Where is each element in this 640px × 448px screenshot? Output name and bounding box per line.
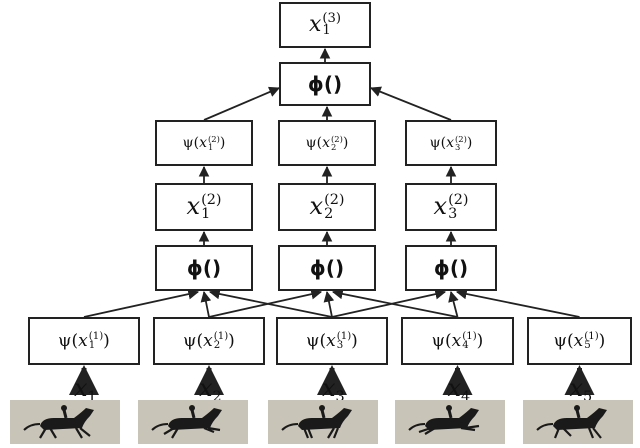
edge-psi1-4-to-phi2-2 [331, 288, 458, 318]
edge-psi1-3-to-phi2-3 [331, 288, 447, 318]
phi-level2-node-2: ϕ() [278, 245, 376, 291]
psi-level1-node-1: ψ(x(1)1) [28, 317, 140, 365]
psi-level2-node-3: ψ(x(2)3) [405, 120, 497, 166]
input-label-x3: x3 [322, 374, 345, 406]
phi-level2-node-3: ϕ() [405, 245, 497, 291]
node-label: x(2)1 [186, 192, 222, 222]
edge-psi1-4-to-phi2-3 [448, 290, 459, 318]
node-label: x(2)2 [309, 192, 345, 222]
phi-level2-node-1: ϕ() [155, 245, 253, 291]
node-label: ψ(x(2)1) [182, 134, 226, 152]
top-phi-node: ϕ() [279, 62, 371, 106]
x-level2-node-2: x(2)2 [278, 183, 376, 231]
psi-level2-node-1: ψ(x(2)1) [155, 120, 253, 166]
node-label: ψ(x(1)5) [553, 330, 606, 352]
psi-level1-node-5: ψ(x(1)5) [527, 317, 632, 365]
psi-level1-node-2: ψ(x(1)2) [153, 317, 265, 365]
edge-psi2-1-to-phi [203, 86, 280, 121]
x-level2-node-3: x(2)3 [405, 183, 497, 231]
phi-label: ϕ() [307, 72, 343, 96]
horse-silhouette-icon [23, 405, 94, 439]
node-label: ψ(x(1)3) [306, 330, 358, 352]
edge-psi1-2-to-phi2-1 [200, 290, 212, 318]
top-node-x1-3: x(3)1 [279, 2, 371, 48]
node-label: x(2)3 [433, 192, 469, 222]
edge-psi1-5-to-phi2-3 [455, 288, 580, 318]
node-label: ψ(x(1)1) [58, 330, 110, 352]
horse-frame-2 [138, 400, 248, 444]
node-label: ψ(x(2)3) [429, 134, 473, 152]
phi-label: ϕ() [433, 256, 469, 280]
input-label-x2: x2 [199, 374, 222, 406]
horse-frame-3 [268, 400, 378, 444]
phi-label: ϕ() [309, 256, 345, 280]
node-label: ψ(x(1)2) [183, 330, 235, 352]
node-label: ψ(x(1)4) [431, 330, 484, 352]
edge-psi2-3-to-phi [369, 86, 452, 121]
horse-silhouette-icon [536, 405, 607, 439]
top-node-label: x(3)1 [308, 10, 342, 39]
horse-frame-4 [395, 400, 505, 444]
input-label-x1: x1 [74, 374, 97, 406]
x-level2-node-1: x(2)1 [155, 183, 253, 231]
horse-silhouette-icon [281, 405, 352, 439]
horse-silhouette-icon [151, 405, 222, 439]
input-label-x4: x4 [447, 374, 471, 406]
horse-frame-5 [523, 400, 633, 444]
horse-frame-1 [10, 400, 120, 444]
edge-psi1-2-to-phi2-2 [208, 288, 323, 318]
psi-level1-node-4: ψ(x(1)4) [401, 317, 514, 365]
input-label-x5: x5 [569, 374, 593, 406]
edge-psi1-1-to-phi2-1 [83, 288, 200, 318]
psi-level1-node-3: ψ(x(1)3) [276, 317, 388, 365]
edge-psi1-3-to-phi2-1 [208, 288, 333, 318]
psi-level2-node-2: ψ(x(2)2) [278, 120, 376, 166]
edge-psi1-3-to-phi2-2 [323, 290, 335, 318]
phi-label: ϕ() [186, 256, 222, 280]
node-label: ψ(x(2)2) [305, 134, 349, 152]
horse-silhouette-icon [408, 405, 480, 435]
